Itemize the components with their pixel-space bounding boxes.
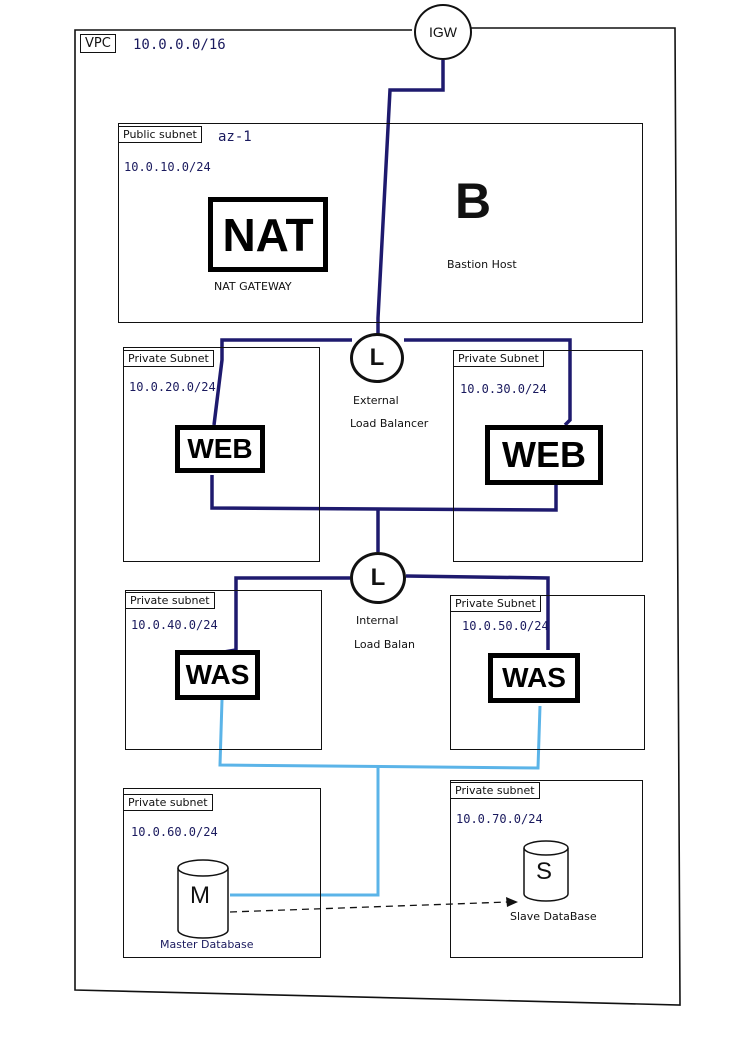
db-subnet-1-cidr: 10.0.60.0/24 bbox=[131, 825, 218, 839]
external-lb-caption-1: External bbox=[353, 394, 399, 407]
public-subnet-cidr: 10.0.10.0/24 bbox=[124, 160, 211, 174]
nat-gateway-icon: NAT bbox=[208, 197, 328, 272]
web-subnet-2 bbox=[453, 350, 643, 562]
elb-web-left bbox=[212, 338, 352, 426]
bastion-host-caption: Bastion Host bbox=[447, 258, 517, 271]
elb-web-right bbox=[404, 338, 572, 427]
vpc-frame bbox=[74, 27, 681, 1006]
was-subnet-2-label: Private Subnet bbox=[450, 595, 541, 612]
igw-icon: IGW bbox=[414, 4, 472, 60]
slave-db-caption: Slave DataBase bbox=[510, 910, 597, 923]
web-subnet-1 bbox=[123, 347, 320, 562]
was-subnet-1-label: Private subnet bbox=[125, 592, 215, 609]
was-server-1: WAS bbox=[175, 650, 260, 700]
external-load-balancer-icon: L bbox=[350, 333, 404, 383]
az-label: az-1 bbox=[218, 129, 252, 145]
web-subnet-1-cidr: 10.0.20.0/24 bbox=[129, 380, 216, 394]
internal-load-balancer-icon: L bbox=[350, 552, 406, 604]
internal-lb-caption-1: Internal bbox=[356, 614, 399, 627]
web-subnet-1-label: Private Subnet bbox=[123, 350, 214, 367]
was-subnet-2-cidr: 10.0.50.0/24 bbox=[462, 619, 549, 633]
db-subnet-2-label: Private subnet bbox=[450, 782, 540, 799]
igw-link bbox=[376, 60, 445, 345]
master-db-cylinder bbox=[177, 859, 229, 939]
web-to-ilb bbox=[210, 475, 558, 512]
external-lb-caption-2: Load Balancer bbox=[350, 417, 429, 430]
web-subnet-2-cidr: 10.0.30.0/24 bbox=[460, 382, 547, 396]
replication-arrow bbox=[229, 901, 509, 913]
web-subnet-2-label: Private Subnet bbox=[453, 350, 544, 367]
internal-lb-caption-2: Load Balan bbox=[354, 638, 415, 651]
master-db-symbol: M bbox=[190, 882, 210, 909]
slave-db-cylinder bbox=[523, 840, 569, 902]
db-subnet-2-cidr: 10.0.70.0/24 bbox=[456, 812, 543, 826]
master-db-caption: Master Database bbox=[160, 938, 254, 951]
was-subnet-2 bbox=[450, 595, 645, 750]
was-subnet-1-cidr: 10.0.40.0/24 bbox=[131, 618, 218, 632]
web-server-1: WEB bbox=[175, 425, 265, 473]
was-subnet-1 bbox=[125, 590, 322, 750]
ilb-was-right bbox=[405, 574, 550, 650]
nat-gateway-caption: NAT GATEWAY bbox=[214, 280, 292, 293]
public-subnet bbox=[118, 123, 643, 323]
vpc-label: VPC bbox=[80, 34, 116, 53]
db-master-link bbox=[230, 766, 380, 897]
db-subnet-1-label: Private subnet bbox=[123, 794, 213, 811]
web-server-2: WEB bbox=[485, 425, 603, 485]
was-server-2: WAS bbox=[488, 653, 580, 703]
bastion-host-icon: B bbox=[455, 173, 492, 229]
slave-db-symbol: S bbox=[536, 858, 553, 885]
db-subnet-1 bbox=[123, 788, 321, 958]
replication-arrow-head bbox=[506, 897, 518, 907]
vpc-cidr: 10.0.0.0/16 bbox=[133, 37, 226, 53]
db-subnet-2 bbox=[450, 780, 643, 958]
public-subnet-label: Public subnet bbox=[118, 126, 202, 143]
